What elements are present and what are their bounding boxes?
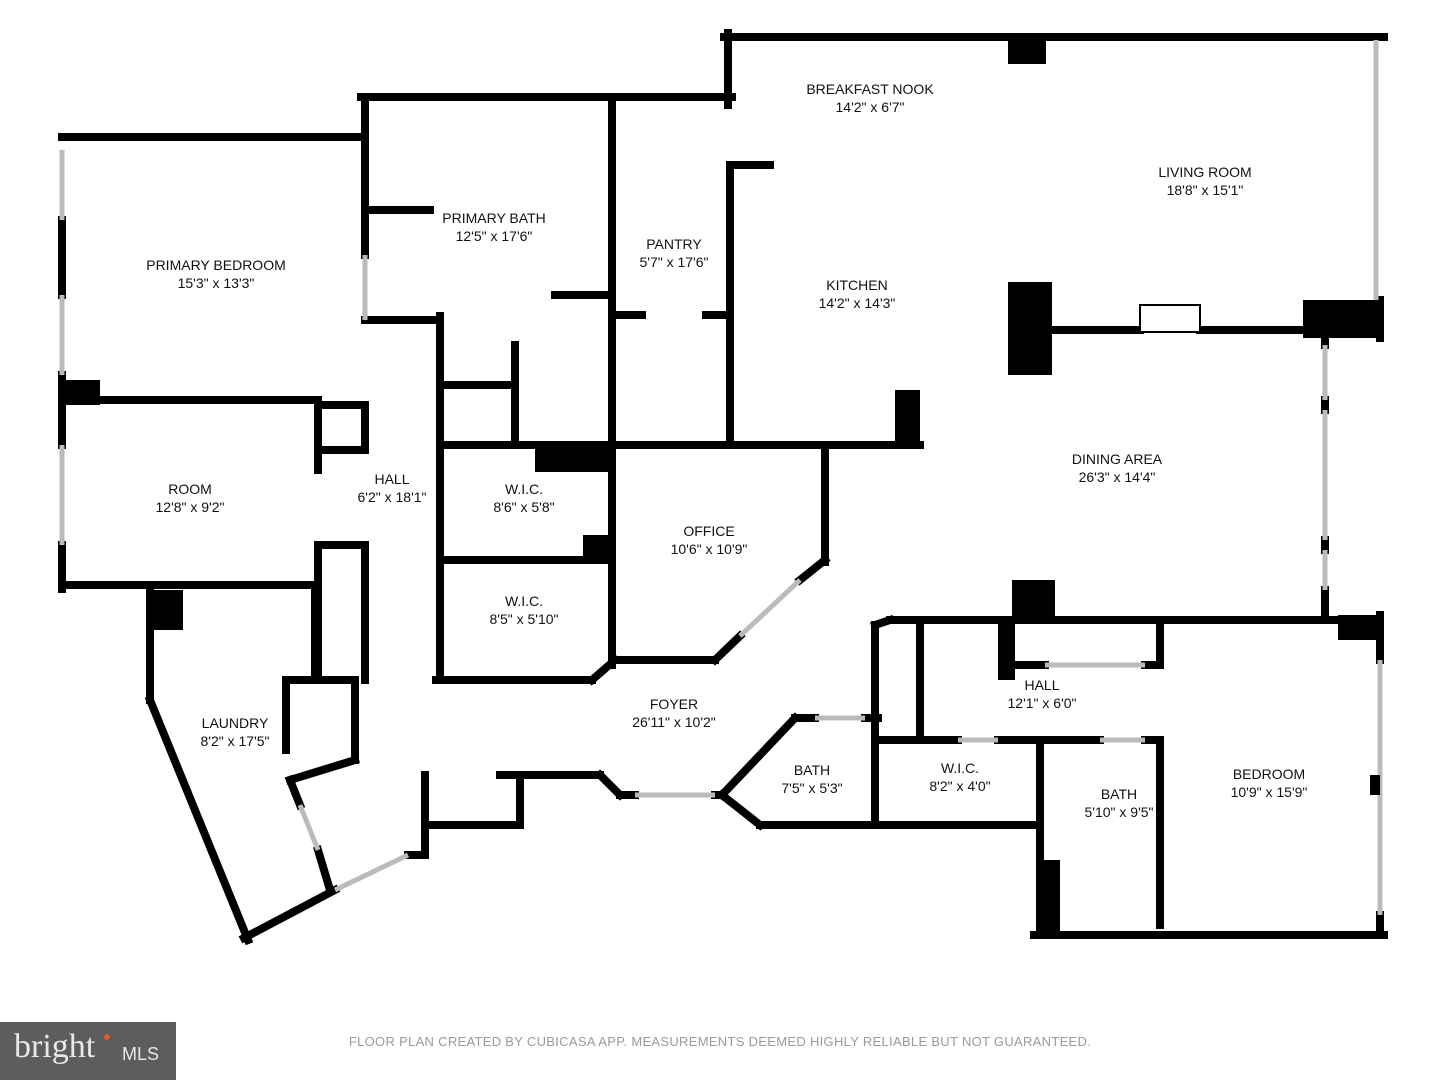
room-name: HALL — [1024, 677, 1059, 693]
wall — [794, 554, 831, 586]
wall-block — [998, 620, 1015, 680]
room-name: PRIMARY BATH — [442, 210, 545, 226]
window — [738, 578, 802, 638]
room-name: KITCHEN — [826, 277, 887, 293]
room-size: 14'2" x 6'7" — [836, 99, 905, 115]
room-size: 8'6" x 5'8" — [493, 499, 554, 515]
room-label: W.I.C. 8'6" x 5'8" — [493, 481, 554, 515]
room-size: 10'9" x 15'9" — [1231, 784, 1308, 800]
room-size: 10'6" x 10'9" — [671, 541, 748, 557]
wall — [238, 884, 341, 944]
room-label: HALL 6'2" x 18'1" — [358, 471, 427, 505]
room-label: OFFICE 10'6" x 10'9" — [671, 523, 748, 557]
wall-block — [1040, 860, 1060, 935]
room-label: FOYER 26'11" x 10'2" — [632, 696, 716, 730]
room-label: BREAKFAST NOOK 14'2" x 6'7" — [806, 81, 934, 115]
room-label: BEDROOM 10'9" x 15'9" — [1231, 766, 1308, 800]
room-name: HALL — [374, 471, 409, 487]
room-label: LAUNDRY 8'2" x 17'5" — [201, 715, 270, 749]
room-name: ROOM — [168, 481, 212, 497]
wall — [313, 845, 335, 895]
logo-dot — [104, 1034, 110, 1040]
room-name: BATH — [794, 762, 830, 778]
wall-block — [1008, 38, 1046, 64]
wall — [285, 755, 360, 785]
room-labels: PRIMARY BEDROOM 15'3" x 13'3" PRIMARY BATH… — [146, 81, 1307, 820]
disclaimer-text: FLOOR PLAN CREATED BY CUBICASA APP. MEAS… — [348, 1034, 1092, 1049]
wall-block — [535, 445, 612, 472]
wall — [144, 694, 254, 946]
room-label: W.I.C. 8'5" x 5'10" — [490, 593, 559, 627]
windows — [59, 40, 1383, 915]
wall — [716, 789, 766, 831]
room-size: 26'11" x 10'2" — [632, 714, 716, 730]
wall-block — [62, 380, 100, 405]
room-label: PRIMARY BATH 12'5" x 17'6" — [442, 210, 545, 244]
room-size: 5'10" x 9'5" — [1085, 804, 1154, 820]
room-size: 8'5" x 5'10" — [490, 611, 559, 627]
room-label: HALL 12'1" x 6'0" — [1008, 677, 1077, 711]
room-label: ROOM 12'8" x 9'2" — [156, 481, 225, 515]
room-name: PANTRY — [646, 236, 702, 252]
room-label: W.I.C. 8'2" x 4'0" — [929, 760, 990, 794]
wall-block — [1008, 282, 1052, 375]
room-name: BREAKFAST NOOK — [806, 81, 934, 97]
room-name: BATH — [1101, 786, 1137, 802]
room-name: LIVING ROOM — [1158, 164, 1251, 180]
window — [333, 852, 410, 893]
wall-block — [583, 535, 612, 562]
room-size: 26'3" x 14'4" — [1079, 469, 1156, 485]
room-size: 5'7" x 17'6" — [640, 254, 709, 270]
fireplace — [1139, 304, 1201, 333]
room-name: W.I.C. — [941, 760, 979, 776]
room-label: KITCHEN 14'2" x 14'3" — [819, 277, 896, 311]
room-size: 6'2" x 18'1" — [358, 489, 427, 505]
room-size: 7'5" x 5'3" — [781, 780, 842, 796]
room-size: 18'8" x 15'1" — [1167, 182, 1244, 198]
room-label: PRIMARY BEDROOM 15'3" x 13'3" — [146, 257, 286, 291]
logo-suffix: MLS — [122, 1044, 160, 1064]
room-size: 12'8" x 9'2" — [156, 499, 225, 515]
room-label: LIVING ROOM 18'8" x 15'1" — [1158, 164, 1251, 198]
room-label: BATH 5'10" x 9'5" — [1085, 786, 1154, 820]
logo-brand: bright — [14, 1028, 96, 1065]
floor-plan: PRIMARY BEDROOM 15'3" x 13'3" PRIMARY BATH… — [58, 29, 1388, 946]
wall-block — [895, 390, 920, 445]
room-size: 12'1" x 6'0" — [1008, 695, 1077, 711]
wall-block — [1012, 580, 1055, 620]
room-size: 8'2" x 4'0" — [929, 778, 990, 794]
wall-block — [1303, 300, 1380, 338]
room-label: DINING AREA 26'3" x 14'4" — [1072, 451, 1163, 485]
room-name: LAUNDRY — [202, 715, 269, 731]
room-size: 14'2" x 14'3" — [819, 295, 896, 311]
bright-mls-logo: bright MLS — [0, 1022, 176, 1080]
room-label: PANTRY 5'7" x 17'6" — [640, 236, 709, 270]
room-label: BATH 7'5" x 5'3" — [781, 762, 842, 796]
room-name: PRIMARY BEDROOM — [146, 257, 286, 273]
room-size: 15'3" x 13'3" — [178, 275, 255, 291]
room-name: FOYER — [650, 696, 698, 712]
wall-block — [1370, 775, 1380, 795]
room-name: W.I.C. — [505, 593, 543, 609]
room-name: W.I.C. — [505, 481, 543, 497]
room-size: 12'5" x 17'6" — [456, 228, 533, 244]
wall — [709, 630, 746, 666]
room-name: DINING AREA — [1072, 451, 1163, 467]
wall-block — [1338, 615, 1380, 640]
room-name: BEDROOM — [1233, 766, 1305, 782]
wall-blocks — [62, 38, 1380, 935]
room-name: OFFICE — [683, 523, 734, 539]
window — [297, 804, 321, 851]
wall-block — [150, 590, 183, 630]
wall — [284, 774, 306, 811]
wall — [716, 712, 801, 801]
room-size: 8'2" x 17'5" — [201, 733, 270, 749]
